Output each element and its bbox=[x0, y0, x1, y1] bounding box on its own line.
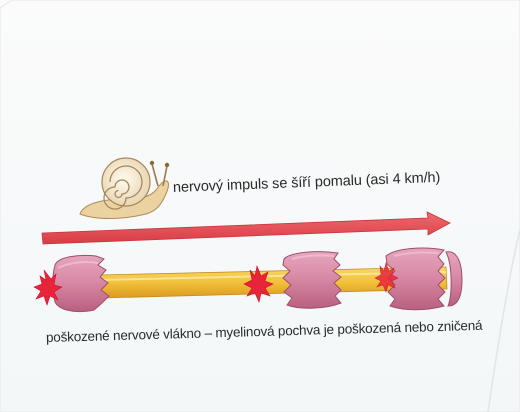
myelin-segment-middle bbox=[283, 252, 341, 309]
myelin-segment-right bbox=[386, 248, 462, 310]
